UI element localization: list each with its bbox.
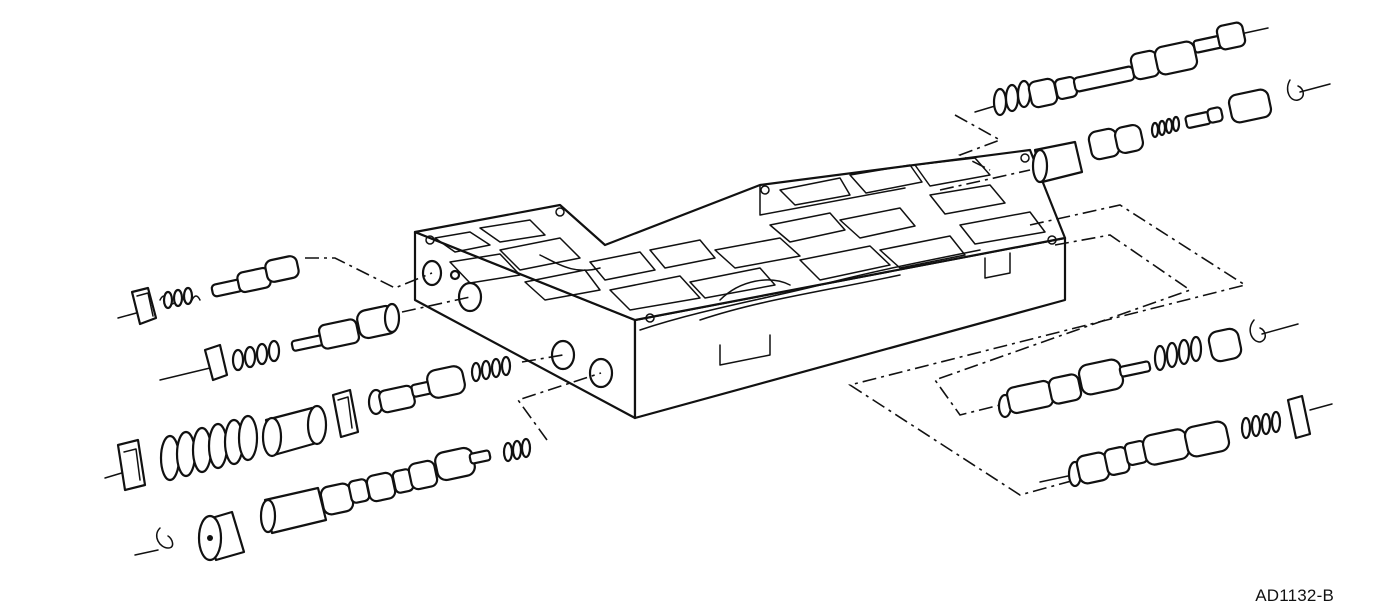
retainer-clip-icon <box>203 343 229 382</box>
spring-icon <box>159 286 201 310</box>
retainer-clip-icon <box>331 388 360 439</box>
assembly-centerlines <box>305 114 1247 496</box>
spring-icon <box>502 437 532 463</box>
plug-icon <box>1031 140 1084 184</box>
valve-row-4 <box>134 437 532 562</box>
valve-row-3 <box>104 355 512 492</box>
valve-row-right-2 <box>1031 79 1331 184</box>
valve-spool-icon <box>367 365 466 416</box>
valve-row-2 <box>159 302 401 382</box>
oil-passages <box>434 157 1046 331</box>
plug-icon <box>197 510 246 562</box>
retainer-clip-icon <box>116 438 147 492</box>
retainer-clip-icon <box>1286 394 1312 440</box>
spring-icon <box>1240 410 1282 440</box>
valve-spool-icon <box>1184 88 1273 129</box>
spring-icon <box>1153 335 1203 372</box>
spring-icon <box>159 414 259 482</box>
valve-row-1 <box>117 255 300 326</box>
valve-body-icon <box>413 148 1067 420</box>
plug-icon <box>261 404 328 458</box>
retainer-clip-icon <box>130 286 158 326</box>
port-hole <box>550 339 576 371</box>
valve-row-right-top <box>974 21 1269 117</box>
valve-spool-icon <box>1087 123 1145 161</box>
valve-spool-icon <box>1067 420 1231 488</box>
valve-row-right-3 <box>997 319 1299 419</box>
valve-spool-icon <box>210 255 300 298</box>
valve-row-right-4 <box>1039 394 1333 488</box>
spring-icon <box>231 339 281 372</box>
retainer-clip-icon <box>1286 79 1304 101</box>
retainer-clip-icon <box>1249 319 1266 343</box>
retainer-clip-icon <box>156 527 174 549</box>
plug-icon <box>1207 327 1243 363</box>
valve-spool-icon <box>290 302 401 352</box>
port-hole <box>457 281 483 313</box>
valve-spool-icon <box>992 21 1247 117</box>
spring-icon <box>1150 115 1181 139</box>
figure-reference-code: AD1132-B <box>1255 586 1334 605</box>
valve-spool-icon <box>259 446 492 535</box>
spring-icon <box>470 355 512 383</box>
valve-spool-icon <box>997 358 1152 419</box>
